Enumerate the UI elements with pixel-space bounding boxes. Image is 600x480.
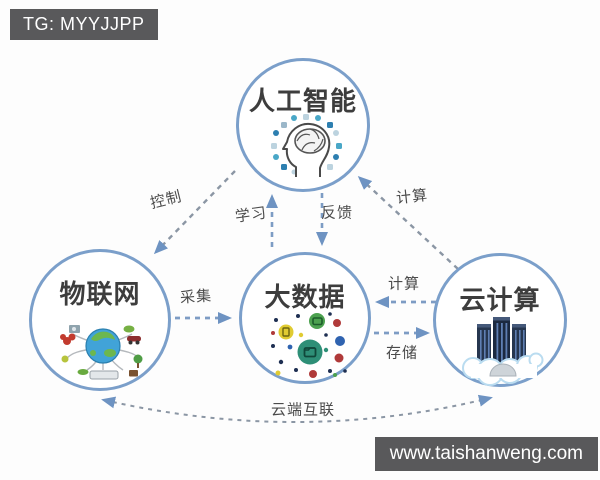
edge-label-feedback: 反馈 xyxy=(320,204,354,222)
edge-label-compute-ai: 计算 xyxy=(395,186,429,208)
edge-label-control: 控制 xyxy=(148,187,184,213)
node-ai-title: 人工智能 xyxy=(248,86,357,116)
watermark-website-badge: www.taishanweng.com xyxy=(374,437,598,471)
ai-head-brain-icon xyxy=(271,114,342,177)
bigdata-dots-icon xyxy=(271,312,347,378)
edge-label-cloud-interlink: 云端互联 xyxy=(270,401,336,419)
edge-label-store: 存储 xyxy=(385,344,419,362)
edge-control-arrow xyxy=(153,170,236,255)
watermark-telegram-badge: TG: MYYJJPP xyxy=(10,9,158,40)
edge-label-collect: 采集 xyxy=(179,287,213,307)
node-bigdata-title: 大数据 xyxy=(264,282,346,312)
node-iot-title: 物联网 xyxy=(59,279,141,309)
iot-globe-devices-icon xyxy=(60,325,143,380)
edge-label-learn: 学习 xyxy=(234,204,269,226)
node-big-data: 大数据 xyxy=(239,252,371,384)
node-cloud-title: 云计算 xyxy=(459,285,541,315)
edge-label-compute-bigdata: 计算 xyxy=(387,275,421,293)
node-cloud-computing: 云计算 xyxy=(433,253,567,387)
node-artificial-intelligence: 人工智能 xyxy=(236,58,370,192)
node-internet-of-things: 物联网 xyxy=(29,249,171,391)
cloud-servers-icon xyxy=(462,317,544,386)
